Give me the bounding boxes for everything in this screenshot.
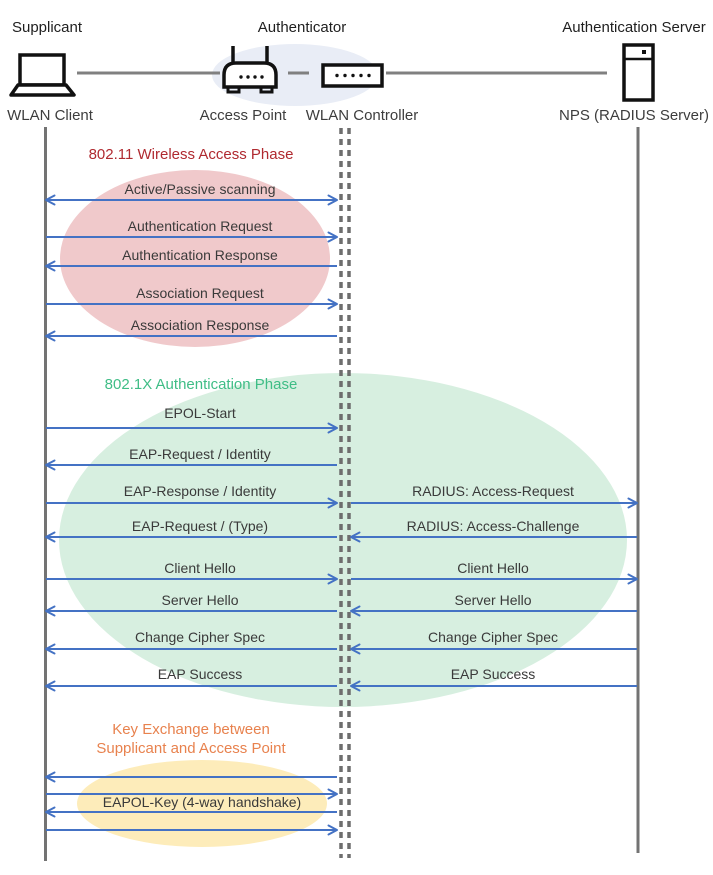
controller-box-icon bbox=[321, 63, 384, 88]
message-label-eap-request-identity: EAP-Request / Identity bbox=[129, 446, 271, 462]
phase2-title: 802.1X Authentication Phase bbox=[104, 376, 298, 393]
wlan-controller-lifeline bbox=[339, 128, 351, 858]
message-label-epol-start: EPOL-Start bbox=[164, 405, 236, 421]
message-label-change-cipher-right: Change Cipher Spec bbox=[428, 629, 558, 645]
message-arrows bbox=[45, 194, 638, 836]
phase3-title-line2: Supplicant and Access Point bbox=[96, 740, 286, 757]
message-label-server-hello-right: Server Hello bbox=[454, 592, 532, 608]
message-label-radius-access-request: RADIUS: Access-Request bbox=[412, 483, 574, 499]
role-label-authenticator: Authenticator bbox=[257, 19, 347, 36]
message-label-assoc-request: Association Request bbox=[136, 285, 264, 301]
device-label-wlan-client: WLAN Client bbox=[7, 107, 93, 124]
message-label-radius-access-challenge: RADIUS: Access-Challenge bbox=[406, 518, 580, 534]
message-label-assoc-response: Association Response bbox=[130, 317, 270, 333]
device-label-access-point: Access Point bbox=[199, 107, 287, 124]
device-label-wlan-controller: WLAN Controller bbox=[305, 107, 419, 124]
message-label-eap-success-left: EAP Success bbox=[157, 666, 243, 682]
message-label-auth-response: Authentication Response bbox=[122, 247, 278, 263]
message-label-eapol-key: EAPOL-Key (4-way handshake) bbox=[102, 794, 302, 810]
laptop-icon bbox=[9, 53, 76, 97]
message-label-eap-request-type: EAP-Request / (Type) bbox=[131, 518, 269, 534]
server-tower-icon bbox=[622, 43, 655, 102]
message-label-auth-request: Authentication Request bbox=[127, 218, 273, 234]
message-label-eap-response-identity: EAP-Response / Identity bbox=[123, 483, 277, 499]
phase3-ellipse bbox=[77, 760, 327, 847]
message-label-client-hello-right: Client Hello bbox=[457, 560, 529, 576]
phase1-title: 802.11 Wireless Access Phase bbox=[88, 146, 294, 163]
role-label-auth-server: Authentication Server bbox=[562, 19, 706, 36]
message-label-eap-success-right: EAP Success bbox=[450, 666, 536, 682]
message-label-server-hello-left: Server Hello bbox=[161, 592, 239, 608]
wireless-router-icon bbox=[222, 46, 278, 94]
role-label-supplicant: Supplicant bbox=[11, 19, 83, 36]
phase3-title-line1: Key Exchange between bbox=[112, 721, 270, 738]
message-label-client-hello-left: Client Hello bbox=[164, 560, 236, 576]
message-label-scanning: Active/Passive scanning bbox=[124, 181, 276, 197]
device-label-nps: NPS (RADIUS Server) bbox=[558, 107, 710, 124]
message-label-change-cipher-left: Change Cipher Spec bbox=[135, 629, 265, 645]
